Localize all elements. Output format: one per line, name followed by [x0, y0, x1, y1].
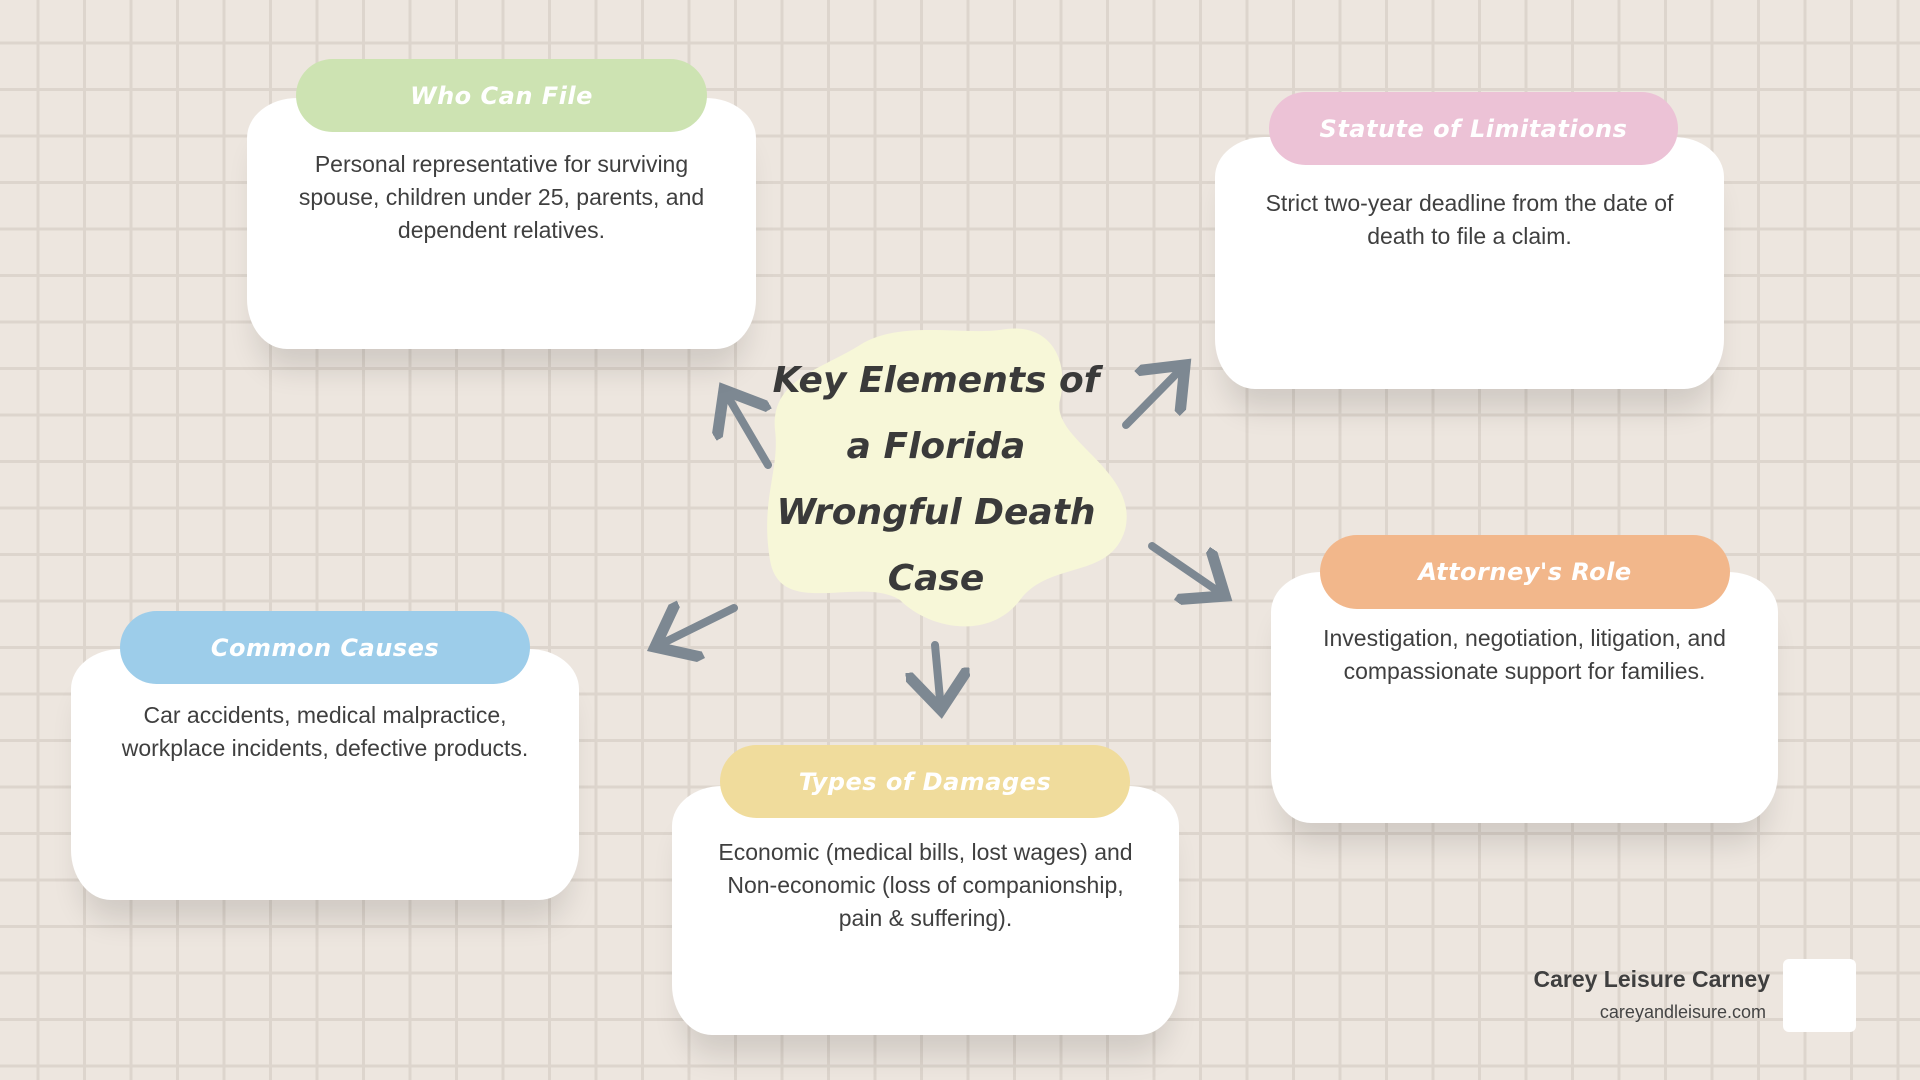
card-statute-of-limitations: Strict two-year deadline from the date o…	[1215, 137, 1724, 389]
card-common-causes: Car accidents, medical malpractice, work…	[71, 649, 579, 900]
arrow-to-who-can-file	[724, 390, 772, 469]
pill-types-of-damages: Types of Damages	[720, 745, 1130, 818]
card-text: Strict two-year deadline from the date o…	[1265, 190, 1674, 249]
arrow-to-attorney	[1148, 542, 1225, 596]
card-text: Personal representative for surviving sp…	[298, 151, 705, 243]
card-text: Economic (medical bills, lost wages) and…	[718, 839, 1133, 931]
card-who-can-file: Personal representative for surviving sp…	[247, 98, 756, 349]
footer-firm-name: Carey Leisure Carney	[1533, 966, 1770, 992]
arrow-to-damages	[935, 641, 941, 710]
footer-url: careyandleisure.com	[1599, 1002, 1766, 1022]
card-text: Car accidents, medical malpractice, work…	[121, 702, 529, 761]
arrow-to-statute	[1122, 365, 1185, 429]
pill-attorneys-role: Attorney's Role	[1320, 535, 1730, 609]
arrow-to-common-causes	[655, 608, 738, 647]
center-title: Key Elements of a Florida Wrongful Death…	[772, 360, 1100, 599]
pill-who-can-file: Who Can File	[296, 59, 707, 132]
card-text: Investigation, negotiation, litigation, …	[1323, 625, 1726, 684]
card-attorneys-role: Investigation, negotiation, litigation, …	[1271, 572, 1778, 823]
card-types-of-damages: Economic (medical bills, lost wages) and…	[672, 786, 1179, 1035]
center-blob	[767, 328, 1127, 627]
pill-common-causes: Common Causes	[120, 611, 530, 684]
pill-statute-of-limitations: Statute of Limitations	[1269, 92, 1678, 165]
logo-placeholder	[1783, 959, 1856, 1032]
